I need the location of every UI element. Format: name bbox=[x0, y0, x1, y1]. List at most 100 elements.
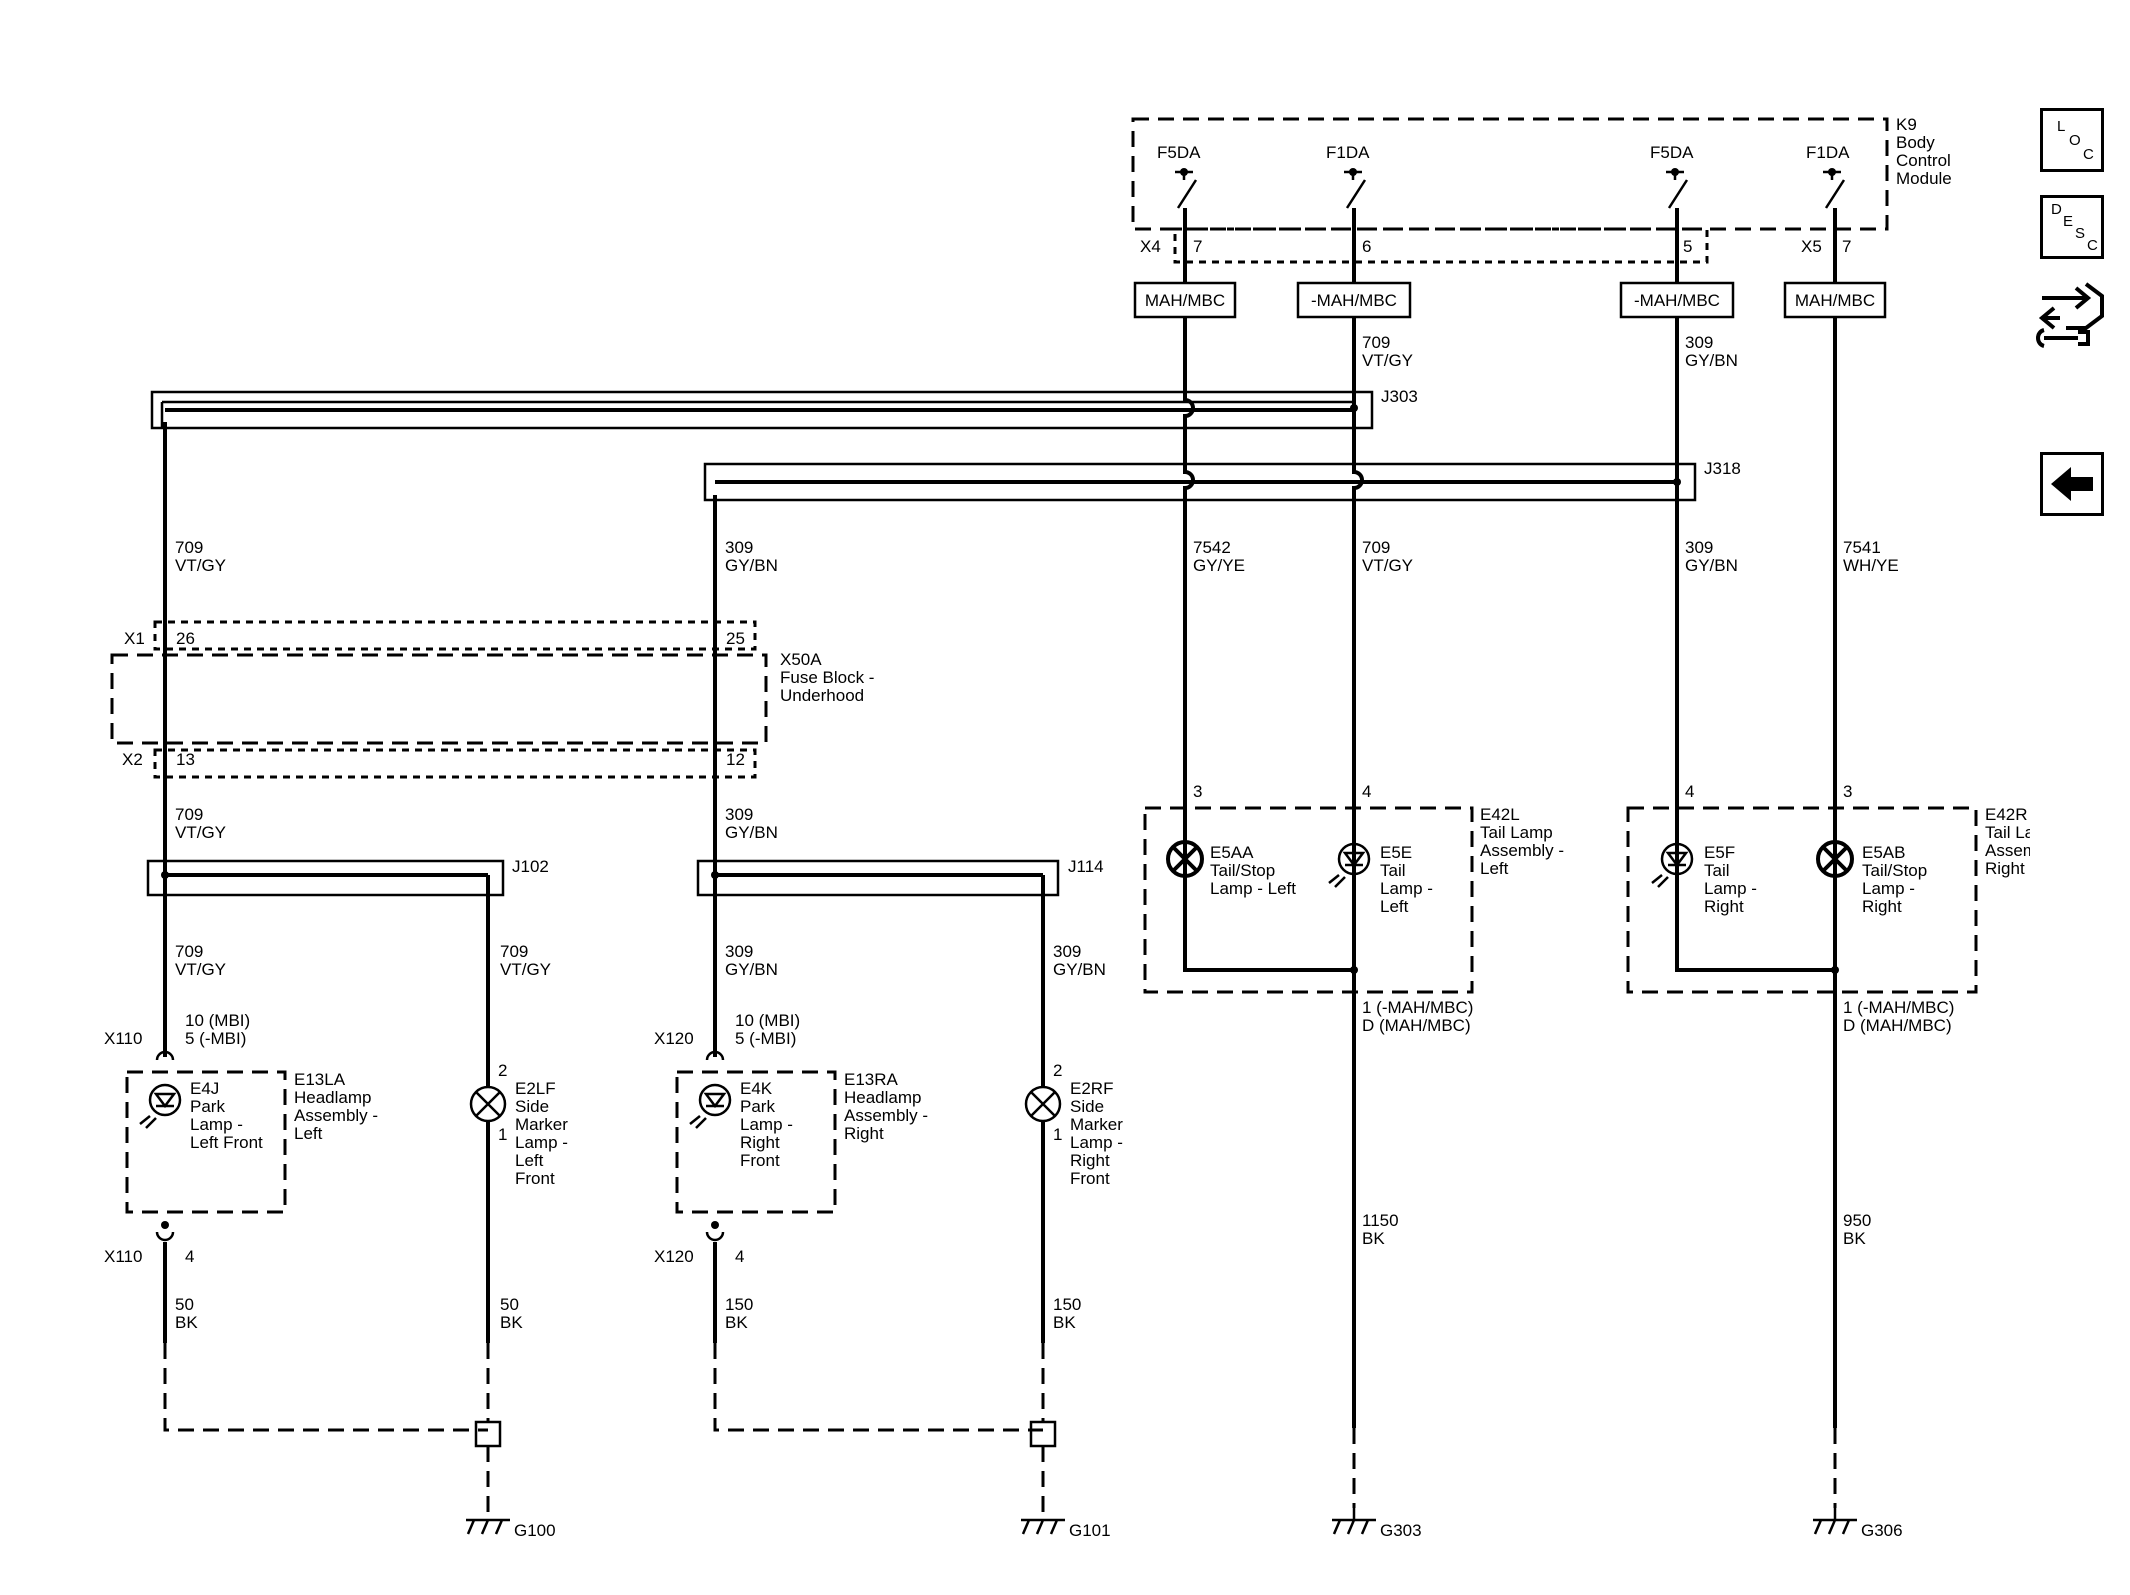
wires bbox=[163, 208, 1837, 1520]
svg-text:709: 709 bbox=[1362, 538, 1390, 557]
svg-text:709: 709 bbox=[175, 805, 203, 824]
tail-lamp-assembly-right: 4 3 E42R Tail Lamp Assembly - Right E5F … bbox=[1626, 782, 2030, 1035]
svg-text:E5AB: E5AB bbox=[1862, 843, 1905, 862]
svg-text:1150: 1150 bbox=[1362, 1211, 1399, 1230]
svg-text:X120: X120 bbox=[654, 1029, 694, 1048]
pin-label: 5 bbox=[1683, 237, 1692, 256]
tag-label: -MAH/MBC bbox=[1311, 291, 1397, 310]
svg-text:309: 309 bbox=[1053, 942, 1081, 961]
svg-text:Lamp -: Lamp - bbox=[740, 1115, 793, 1134]
back-button[interactable] bbox=[2040, 452, 2104, 516]
svg-text:Marker: Marker bbox=[1070, 1115, 1123, 1134]
svg-text:BK: BK bbox=[175, 1313, 198, 1332]
svg-text:Lamp -: Lamp - bbox=[1380, 879, 1433, 898]
svg-text:Park: Park bbox=[190, 1097, 225, 1116]
svg-text:Tail Lamp: Tail Lamp bbox=[1480, 823, 1553, 842]
pin-label: 7 bbox=[1193, 237, 1202, 256]
svg-text:309: 309 bbox=[725, 942, 753, 961]
svg-text:BK: BK bbox=[1843, 1229, 1866, 1248]
svg-text:Lamp - Left: Lamp - Left bbox=[1210, 879, 1296, 898]
svg-text:309: 309 bbox=[725, 538, 753, 557]
pin-label: 7 bbox=[1842, 237, 1851, 256]
splice-label: J114 bbox=[1068, 857, 1104, 876]
svg-text:Lamp -: Lamp - bbox=[1704, 879, 1757, 898]
svg-text:G306: G306 bbox=[1861, 1521, 1903, 1540]
svg-text:5 (-MBI): 5 (-MBI) bbox=[735, 1029, 796, 1048]
svg-text:2: 2 bbox=[498, 1061, 507, 1080]
svg-text:309: 309 bbox=[1685, 333, 1713, 352]
ground-g100: G100 bbox=[466, 1518, 556, 1540]
wire-labels: 709 VT/GY 309 GY/BN 709 VT/GY 309 GY/BN … bbox=[175, 333, 1899, 1332]
body-control-module: F5DA F1DA F5DA F1DA K9 Body Control Modu… bbox=[1131, 115, 1952, 319]
svg-text:E4K: E4K bbox=[740, 1079, 773, 1098]
svg-text:BK: BK bbox=[725, 1313, 748, 1332]
svg-text:Side: Side bbox=[1070, 1097, 1104, 1116]
svg-text:Tail/Stop: Tail/Stop bbox=[1862, 861, 1927, 880]
ground-g101: G101 bbox=[1021, 1518, 1111, 1540]
svg-text:Front: Front bbox=[1070, 1169, 1110, 1188]
svg-text:2: 2 bbox=[1053, 1061, 1062, 1080]
fuse-label: F1DA bbox=[1326, 143, 1370, 162]
module-id: K9 bbox=[1896, 115, 1917, 134]
svg-text:26: 26 bbox=[176, 629, 195, 648]
fuse-label: F5DA bbox=[1650, 143, 1694, 162]
svg-text:Right: Right bbox=[1862, 897, 1902, 916]
svg-text:Front: Front bbox=[515, 1169, 555, 1188]
svg-text:X120: X120 bbox=[654, 1247, 694, 1266]
svg-text:VT/GY: VT/GY bbox=[1362, 556, 1413, 575]
svg-text:709: 709 bbox=[175, 942, 203, 961]
svg-text:X1: X1 bbox=[124, 629, 145, 648]
svg-text:G100: G100 bbox=[514, 1521, 556, 1540]
svg-text:1: 1 bbox=[1053, 1125, 1062, 1144]
tag-label: MAH/MBC bbox=[1795, 291, 1875, 310]
svg-text:GY/YE: GY/YE bbox=[1193, 556, 1245, 575]
wrench-connector-icon[interactable] bbox=[2036, 276, 2108, 356]
svg-text:Left: Left bbox=[1480, 859, 1509, 878]
svg-text:Body: Body bbox=[1896, 133, 1935, 152]
description-button[interactable]: D E S C bbox=[2040, 195, 2104, 259]
connector-label: X4 bbox=[1140, 237, 1161, 256]
svg-text:VT/GY: VT/GY bbox=[500, 960, 551, 979]
svg-text:E42L: E42L bbox=[1480, 805, 1520, 824]
svg-text:Lamp -: Lamp - bbox=[515, 1133, 568, 1152]
svg-text:7542: 7542 bbox=[1193, 538, 1231, 557]
svg-text:4: 4 bbox=[1362, 782, 1371, 801]
svg-text:309: 309 bbox=[725, 805, 753, 824]
svg-text:50: 50 bbox=[175, 1295, 194, 1314]
svg-text:Headlamp: Headlamp bbox=[844, 1088, 922, 1107]
svg-text:709: 709 bbox=[500, 942, 528, 961]
svg-text:E13RA: E13RA bbox=[844, 1070, 899, 1089]
svg-text:Assembly -: Assembly - bbox=[1480, 841, 1564, 860]
svg-text:BK: BK bbox=[500, 1313, 523, 1332]
svg-text:13: 13 bbox=[176, 750, 195, 769]
ground-g303: G303 bbox=[1332, 1508, 1422, 1540]
svg-text:Tail: Tail bbox=[1704, 861, 1730, 880]
svg-text:Tail: Tail bbox=[1380, 861, 1406, 880]
svg-text:Headlamp: Headlamp bbox=[294, 1088, 372, 1107]
svg-text:Fuse Block -: Fuse Block - bbox=[780, 668, 874, 687]
svg-text:150: 150 bbox=[1053, 1295, 1081, 1314]
svg-text:950: 950 bbox=[1843, 1211, 1871, 1230]
svg-text:50: 50 bbox=[500, 1295, 519, 1314]
svg-text:Lamp -: Lamp - bbox=[1070, 1133, 1123, 1152]
svg-text:E5F: E5F bbox=[1704, 843, 1735, 862]
location-button[interactable]: L O C bbox=[2040, 108, 2104, 172]
svg-text:10 (MBI): 10 (MBI) bbox=[735, 1011, 800, 1030]
svg-text:150: 150 bbox=[725, 1295, 753, 1314]
svg-text:GY/BN: GY/BN bbox=[725, 556, 778, 575]
svg-text:BK: BK bbox=[1053, 1313, 1076, 1332]
fuse-label: F5DA bbox=[1157, 143, 1201, 162]
svg-text:Left: Left bbox=[294, 1124, 323, 1143]
svg-text:GY/BN: GY/BN bbox=[1053, 960, 1106, 979]
ground-g306: G306 bbox=[1813, 1508, 1903, 1540]
headlamp-assembly-right: X120 10 (MBI) 5 (-MBI) X120 4 E13RA Head… bbox=[654, 1011, 928, 1266]
svg-text:Assembly -: Assembly - bbox=[844, 1106, 928, 1125]
svg-text:Assembly -: Assembly - bbox=[294, 1106, 378, 1125]
connector-label: X5 bbox=[1801, 237, 1822, 256]
svg-text:10 (MBI): 10 (MBI) bbox=[185, 1011, 250, 1030]
svg-text:Marker: Marker bbox=[515, 1115, 568, 1134]
svg-text:5 (-MBI): 5 (-MBI) bbox=[185, 1029, 246, 1048]
headlamp-assembly-left: X110 10 (MBI) 5 (-MBI) X110 4 E13LA Head… bbox=[104, 1011, 378, 1266]
splice-label: J102 bbox=[512, 857, 549, 876]
svg-text:E42R: E42R bbox=[1985, 805, 2028, 824]
